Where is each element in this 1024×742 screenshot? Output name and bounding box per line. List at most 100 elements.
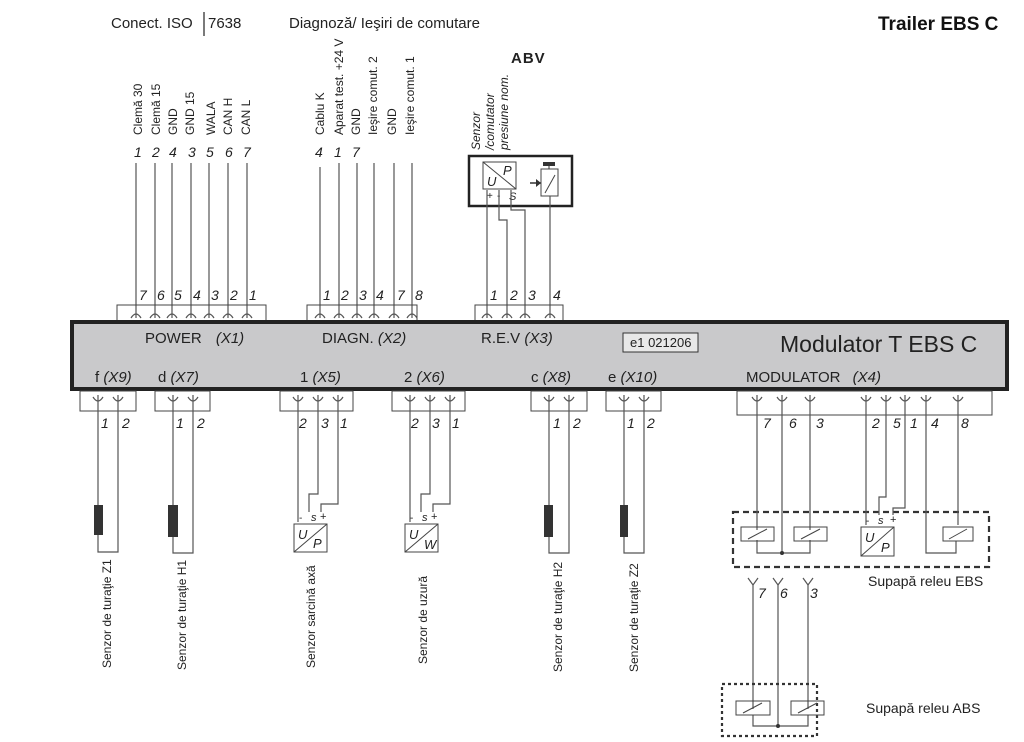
- diag-header: Diagnoză/ Ieşiri de comutare: [289, 15, 480, 32]
- x4-pin: 2: [871, 415, 880, 431]
- x5-pin: 3: [321, 415, 329, 431]
- svg-text:4: 4: [376, 287, 384, 303]
- wear-sensor-icon: U W - s +: [404, 511, 439, 553]
- socket-icon: [481, 313, 493, 319]
- socket-icon: [351, 313, 363, 319]
- svg-text:s: s: [311, 512, 317, 524]
- svg-text:+: +: [431, 511, 437, 523]
- iso-pin-num: 1: [134, 144, 142, 160]
- svg-text:3: 3: [359, 287, 367, 303]
- x4-pin: 7: [763, 415, 772, 431]
- diag-pin-num: 7: [352, 144, 361, 160]
- socket-icon: [804, 396, 816, 402]
- abv-header: ABV: [511, 50, 546, 67]
- socket-icon: [314, 313, 326, 319]
- svg-text:s: s: [422, 512, 428, 524]
- x10-pin: 2: [646, 415, 655, 431]
- x4-pin: 1: [910, 415, 918, 431]
- abs-solenoid-icon: [790, 700, 825, 716]
- svg-text:P: P: [881, 540, 890, 555]
- socket-icon: [388, 313, 400, 319]
- abv-label: presiune nom.: [497, 74, 511, 151]
- svg-text:U: U: [487, 174, 497, 189]
- page-title: Trailer EBS C: [878, 14, 999, 35]
- speed-sensor-wires: [97, 395, 645, 554]
- wear-sensor-wires: [409, 395, 451, 522]
- socket-icon: [187, 396, 199, 402]
- diag-pin-label: GND: [385, 108, 399, 135]
- abv-switch-icon: [530, 162, 559, 197]
- ebs-pressure-sensor-icon: U P - s +: [860, 514, 896, 557]
- abv-box: [467, 154, 574, 208]
- diag-pin-label: Ieşire comut. 1: [403, 56, 417, 135]
- iso-pin-num: 6: [225, 144, 233, 160]
- abs-valve-box: [720, 682, 819, 738]
- ebs-junction: [780, 551, 784, 555]
- socket-icon: [130, 313, 142, 319]
- diag-pin-label: GND: [349, 108, 363, 135]
- sensor-label: Senzor sarcină axă: [304, 565, 318, 668]
- x4-pin: 5: [893, 415, 901, 431]
- socket-icon: [920, 396, 932, 402]
- sensor-label: Senzor de turaţie H1: [175, 560, 189, 670]
- sensor-label: Senzor de turaţie H2: [551, 562, 565, 672]
- svg-text:5: 5: [174, 287, 182, 303]
- speed-sensor-h1-icon: [168, 505, 178, 537]
- speed-sensor-z2-icon: [620, 505, 628, 537]
- socket-icon: [404, 396, 416, 402]
- x8-pin: 2: [572, 415, 581, 431]
- x5-pin: 1: [340, 415, 348, 431]
- abs-junction: [776, 724, 780, 728]
- svg-text:4: 4: [193, 287, 201, 303]
- diag-pin-num: 1: [334, 144, 342, 160]
- svg-text:7: 7: [139, 287, 148, 303]
- connector-label-x1: POWER (X1): [145, 330, 244, 347]
- svg-text:S: S: [509, 191, 517, 203]
- ebs-out-pin: 3: [810, 585, 818, 601]
- x9-pin: 1: [101, 415, 109, 431]
- socket-icon: [501, 313, 513, 319]
- svg-text:-: -: [410, 513, 413, 524]
- load-sensor-wires: [297, 395, 339, 522]
- abv-label: /comutator: [483, 92, 497, 151]
- x4-pin: 8: [961, 415, 969, 431]
- connector-label-x7: d (X7): [158, 369, 199, 386]
- socket-icon: [860, 396, 872, 402]
- svg-text:s: s: [878, 515, 884, 527]
- diag-wires: [319, 163, 413, 318]
- iso-pin-num: 2: [151, 144, 160, 160]
- approval-code: e1 021206: [630, 335, 691, 350]
- x6-pin: 3: [432, 415, 440, 431]
- ebs-solenoid-icon: [793, 526, 828, 542]
- socket-icon: [92, 396, 104, 402]
- connector-label-x3: R.E.V (X3): [481, 330, 553, 347]
- x7-pin: 2: [196, 415, 205, 431]
- socket-icon: [424, 396, 436, 402]
- modulator-name: Modulator T EBS C: [780, 331, 977, 357]
- x9-pin: 2: [121, 415, 130, 431]
- x4-pin: 3: [816, 415, 824, 431]
- abs-wires: [747, 577, 814, 727]
- iso-pin-label: CAN L: [239, 99, 253, 135]
- bottom-connector-boxes: [79, 390, 993, 416]
- svg-text:1: 1: [323, 287, 331, 303]
- svg-text:2: 2: [509, 287, 518, 303]
- iso-pin-label: Clemă 15: [149, 83, 163, 135]
- svg-text:U: U: [298, 527, 308, 542]
- socket-icon: [543, 396, 555, 402]
- iso-pin-label: GND 15: [183, 91, 197, 135]
- diag-pin-label: Ieşire comut. 2: [366, 56, 380, 135]
- svg-text:8: 8: [415, 287, 423, 303]
- socket-icon: [563, 396, 575, 402]
- abv-label: Senzor: [469, 111, 483, 150]
- svg-text:7: 7: [397, 287, 406, 303]
- ebs-valve-label: Supapă releu EBS: [868, 573, 983, 589]
- x5-pin: 2: [298, 415, 307, 431]
- socket-icon: [776, 396, 788, 402]
- iso-pin-num: 7: [243, 144, 252, 160]
- iso-pin-num: 4: [169, 144, 177, 160]
- socket-icon: [292, 396, 304, 402]
- speed-sensor-h2-icon: [544, 505, 553, 537]
- socket-icon: [167, 396, 179, 402]
